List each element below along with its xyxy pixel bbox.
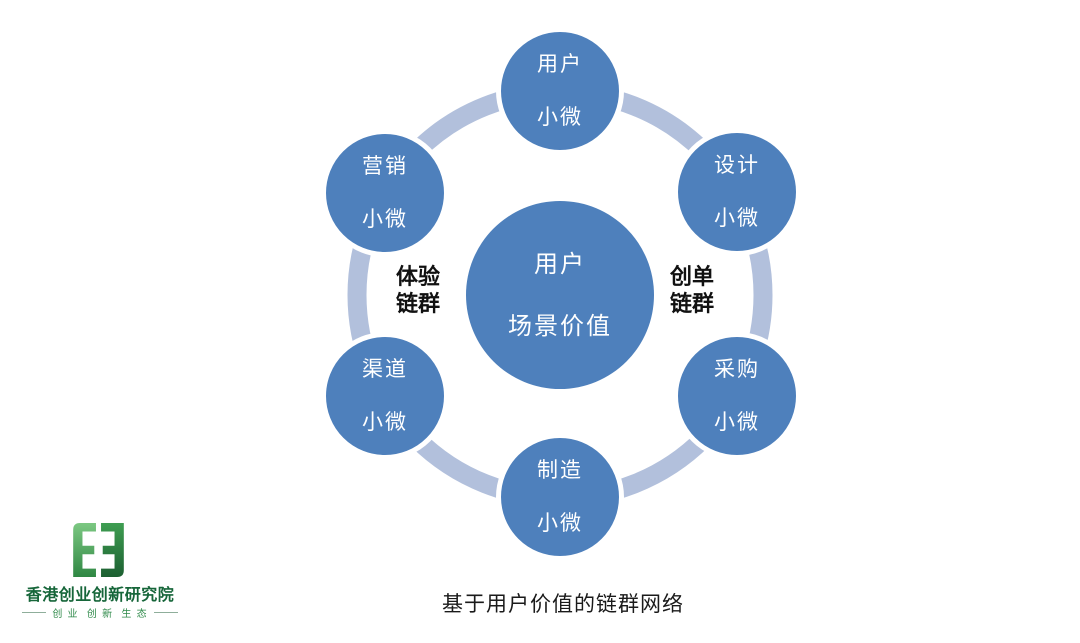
node-user-line2: 小微 xyxy=(537,105,583,129)
label-order-line1: 创单 xyxy=(669,265,714,290)
node-manufacturing-micro: 制造 小微 xyxy=(496,433,624,561)
node-channel-line2: 小微 xyxy=(362,410,408,434)
node-channel-line1: 渠道 xyxy=(362,357,408,381)
logo-tagline-row: 创 业 创 新 生 态 xyxy=(20,605,180,620)
node-marketing-line2: 小微 xyxy=(362,207,408,231)
label-experience-chain-group: 体验 链群 xyxy=(386,264,450,318)
logo-left-e-shape xyxy=(73,523,96,577)
logo-tagline: 创 业 创 新 生 态 xyxy=(52,609,148,620)
node-design-micro: 设计 小微 xyxy=(673,128,801,256)
node-user-line1: 用户 xyxy=(537,52,583,76)
tagline-rule-right xyxy=(153,612,178,613)
node-design-line1: 设计 xyxy=(714,153,760,177)
node-channel-micro: 渠道 小微 xyxy=(321,332,449,460)
node-center-line1: 用户 xyxy=(534,250,586,278)
node-design-line2: 小微 xyxy=(714,206,760,230)
label-order-creation-chain-group: 创单 链群 xyxy=(660,264,724,318)
label-experience-line1: 体验 xyxy=(395,265,440,290)
node-center-line2: 场景价值 xyxy=(508,312,612,340)
logo-right-e-shape xyxy=(101,523,124,577)
node-marketing-line1: 营销 xyxy=(362,154,408,178)
tagline-rule-left xyxy=(22,612,47,613)
node-manufacturing-line2: 小微 xyxy=(537,511,583,535)
label-order-line2: 链群 xyxy=(669,292,714,317)
label-experience-line2: 链群 xyxy=(395,292,440,317)
node-procurement-micro: 采购 小微 xyxy=(673,332,801,460)
node-marketing-micro: 营销 小微 xyxy=(321,129,449,257)
node-procurement-line1: 采购 xyxy=(714,357,760,381)
hkiei-logo-icon xyxy=(73,523,124,577)
node-center-user-scenario-value: 用户 场景价值 xyxy=(466,201,654,389)
diagram-caption: 基于用户价值的链群网络 xyxy=(442,592,684,616)
node-user-micro: 用户 小微 xyxy=(496,27,624,155)
logo-title: 香港创业创新研究院 xyxy=(25,585,175,604)
node-procurement-line2: 小微 xyxy=(714,410,760,434)
node-manufacturing-line1: 制造 xyxy=(537,458,583,482)
